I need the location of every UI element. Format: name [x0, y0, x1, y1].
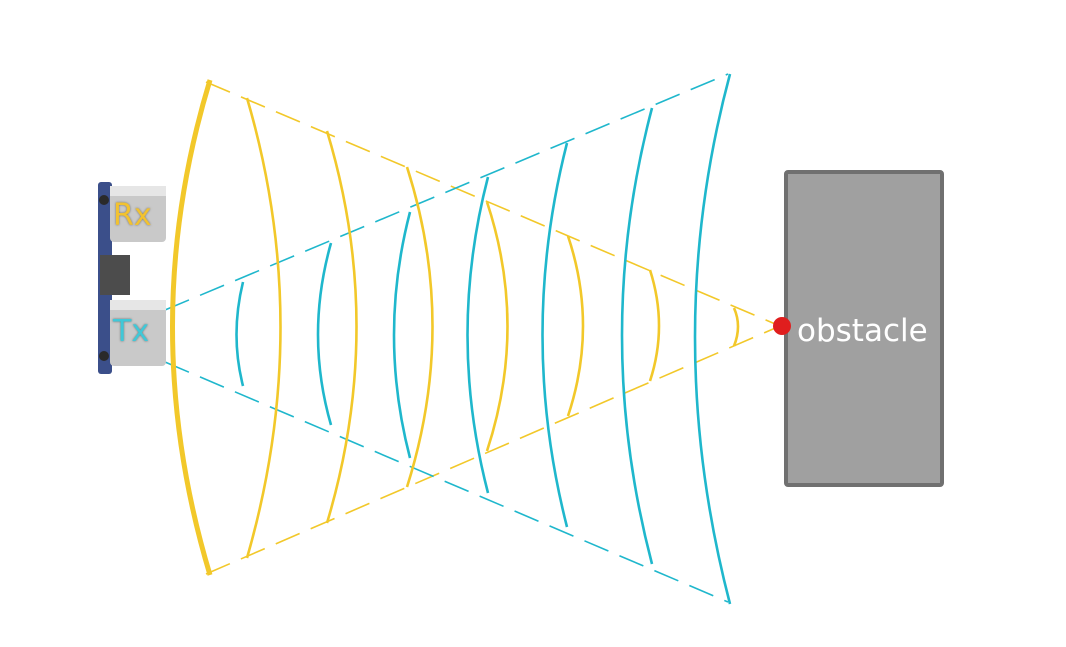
emitted-wavefront — [466, 176, 490, 494]
reflection-point-icon — [773, 317, 791, 335]
echo-wavefront — [245, 97, 282, 559]
echo-wavefront — [405, 166, 434, 488]
sensor-pin-header — [100, 255, 130, 295]
emitted-wavefront — [235, 281, 245, 387]
echo-wavefronts — [170, 79, 740, 576]
echo-wavefront — [485, 201, 509, 452]
mount-hole — [99, 351, 109, 361]
transmitter-highlight — [110, 300, 166, 310]
echo-wavefront — [325, 130, 358, 524]
echo-beam-upper-edge — [205, 81, 781, 327]
mount-hole — [99, 195, 109, 205]
echo-beam-edges — [205, 81, 781, 575]
receiver-highlight — [110, 186, 166, 196]
emitted-wavefront — [316, 242, 333, 426]
emitted-beam-upper-edge — [164, 73, 729, 311]
echo-beam-lower-edge — [205, 325, 781, 575]
ultrasonic-sensor-icon — [98, 182, 166, 374]
echo-wavefront — [732, 307, 740, 347]
emitted-wavefront — [693, 73, 732, 605]
obstacle-label: obstacle — [797, 313, 928, 349]
emitted-wavefronts — [235, 73, 732, 605]
emitted-wavefront — [541, 142, 569, 528]
echo-wavefront — [566, 235, 585, 417]
receiver-label: Rx — [113, 198, 152, 233]
emitted-beam-edges — [164, 73, 729, 603]
transmitter-label: Tx — [113, 314, 150, 349]
emitted-wavefront — [620, 107, 654, 565]
emitted-wavefront — [392, 211, 412, 459]
echo-wavefront-received — [170, 79, 213, 576]
receiver-transducer — [110, 186, 166, 242]
echo-wavefront — [648, 269, 661, 382]
emitted-beam-lower-edge — [164, 361, 729, 603]
transmitter-transducer — [110, 300, 166, 366]
